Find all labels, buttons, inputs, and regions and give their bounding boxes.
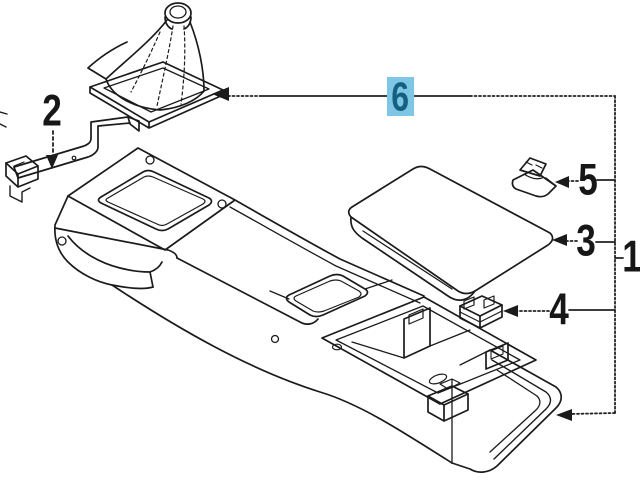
screw-hole: [272, 336, 279, 343]
leader-arrowheads: [46, 87, 572, 421]
clip-drawing: [460, 296, 502, 328]
callout-3[interactable]: 3: [574, 215, 598, 266]
arrow-to-clip: [503, 305, 518, 317]
screw-hole: [218, 200, 226, 208]
callout-3-label: 3: [576, 215, 596, 266]
mounting-bracket-drawing: [0, 112, 139, 202]
screw-hole: [58, 237, 66, 245]
shift-boot-drawing: [88, 3, 223, 128]
arrow-to-latch: [555, 176, 569, 188]
arrow-to-rear-console: [556, 409, 572, 421]
callout-5-label: 5: [578, 154, 598, 205]
console-body-drawing: [55, 148, 561, 472]
callout-2-label: 2: [42, 85, 62, 136]
callout-2[interactable]: 2: [40, 85, 64, 136]
callout-6-label: 6: [391, 74, 410, 119]
arrow-to-bracket: [46, 155, 58, 169]
callout-6[interactable]: 6: [387, 74, 414, 119]
arrow-to-armrest: [552, 234, 567, 246]
armrest-lid-drawing: [349, 167, 553, 301]
screw-hole: [146, 156, 154, 164]
lid-latch-drawing: [512, 158, 556, 197]
callout-1-label: 1: [622, 231, 640, 282]
callout-4[interactable]: 4: [547, 284, 571, 335]
arrow-to-shift-boot: [212, 87, 229, 101]
callout-4-label: 4: [549, 284, 569, 335]
leader-lines: [53, 96, 623, 414]
callout-1[interactable]: 1: [620, 231, 640, 282]
callout-5[interactable]: 5: [576, 154, 600, 205]
